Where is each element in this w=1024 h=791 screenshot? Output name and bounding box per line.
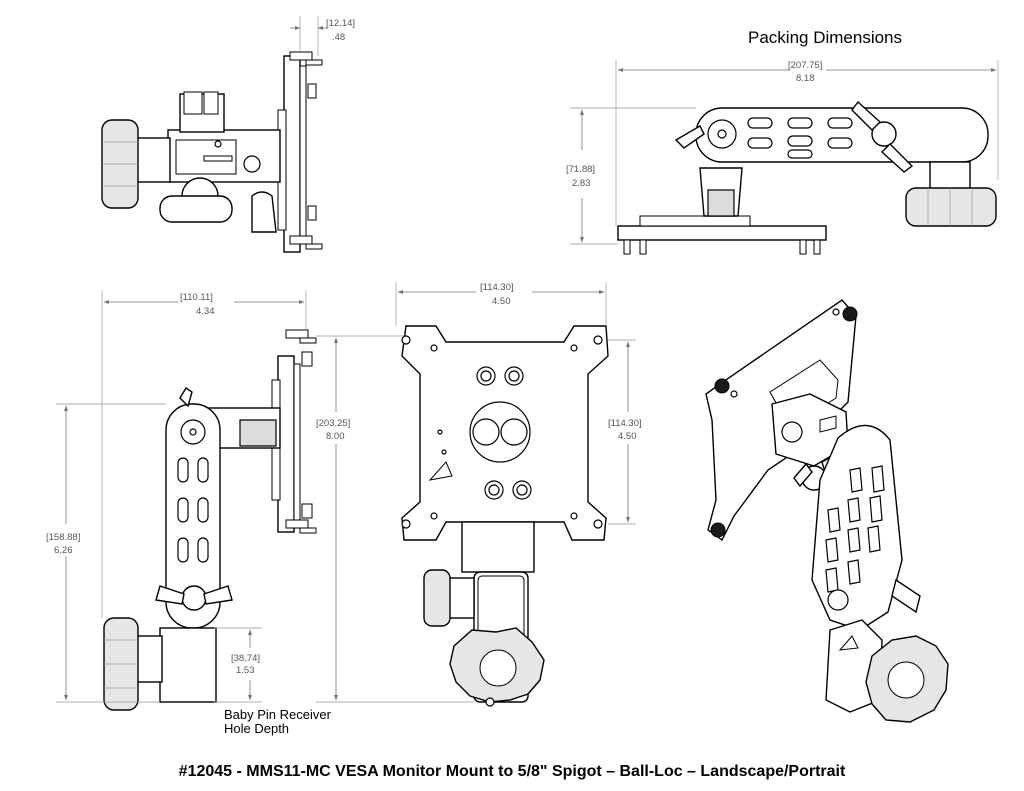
dim-packing-width-mm: [207.75] (788, 60, 822, 71)
side-receiver (159, 627, 217, 703)
dim-vesa-height: [114.30] 4.50 (608, 339, 642, 525)
dim-overall-height: [203.25] 8.00 (316, 335, 474, 703)
packing-arm (695, 107, 989, 163)
dim-packing-height-in: 2.83 (572, 178, 591, 189)
dim-plate-thickness: [12.14] .48 (290, 16, 355, 56)
dim-side-depth-mm: [110.11] (180, 292, 213, 303)
dim-packing-height-mm: [71.88] (566, 164, 595, 175)
front-view (401, 325, 609, 707)
dim-packing-width-in: 8.18 (796, 73, 815, 84)
dim-vesa-height-mm: [114.30] (608, 418, 642, 429)
drawing-title: #12045 - MMS11-MC VESA Monitor Mount to … (179, 763, 846, 780)
packing-view (617, 100, 997, 255)
dim-vesa-width: [114.30] 4.50 (395, 282, 607, 326)
dim-vesa-width-mm: [114.30] (480, 282, 514, 293)
dim-packing-height: [71.88] 2.83 (566, 107, 696, 245)
dim-receiver-depth-mm: [38.74] (231, 653, 260, 664)
dim-side-height-mm: [158.88] (46, 532, 80, 543)
packing-base-plate (617, 225, 827, 241)
dim-overall-height-mm: [203.25] (316, 418, 350, 429)
dim-side-height: [158.88] 6.26 (46, 403, 166, 703)
dim-overall-height-in: 8.00 (326, 431, 345, 442)
dim-plate-thickness-in: .48 (332, 32, 345, 43)
dim-plate-thickness-mm: [12.14] (326, 18, 355, 29)
receiver-note-line2: Hole Depth (224, 721, 289, 736)
top-wing-nut (159, 195, 233, 223)
receiver-note-line1: Baby Pin Receiver (224, 707, 332, 722)
dim-side-depth: [110.11] 4.34 (101, 290, 307, 618)
dim-vesa-width-in: 4.50 (492, 296, 511, 307)
packing-knob (905, 187, 997, 227)
top-view (101, 51, 323, 253)
dim-receiver-depth-in: 1.53 (236, 665, 255, 676)
dim-packing-width: [207.75] 8.18 (615, 60, 999, 226)
dim-receiver-depth: [38.74] 1.53 (214, 627, 262, 703)
iso-view (705, 299, 949, 723)
dim-vesa-height-in: 4.50 (618, 431, 637, 442)
packing-heading: Packing Dimensions (748, 28, 902, 47)
dim-side-height-in: 6.26 (54, 545, 73, 556)
side-view (103, 329, 317, 711)
dim-side-depth-in: 4.34 (196, 306, 215, 317)
